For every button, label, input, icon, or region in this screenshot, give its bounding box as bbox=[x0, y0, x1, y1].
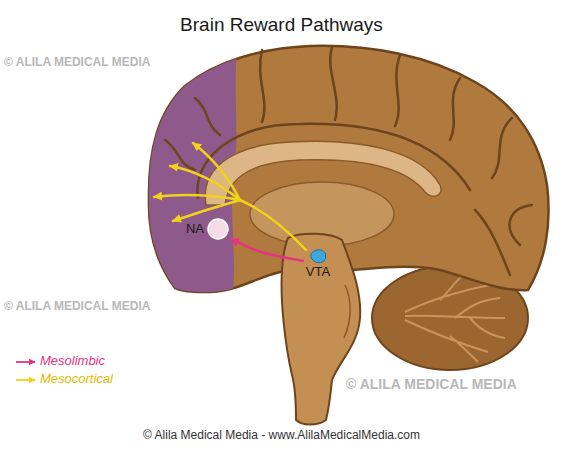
legend-arrow bbox=[16, 379, 35, 381]
na-circle bbox=[208, 219, 228, 239]
pathway-branch bbox=[193, 143, 240, 200]
arbor-line bbox=[440, 276, 462, 300]
pathway-branch bbox=[154, 195, 240, 200]
arbor-line bbox=[450, 336, 478, 362]
arbor-line bbox=[405, 285, 490, 312]
gyri-lines bbox=[165, 47, 532, 275]
arbor-vitae bbox=[405, 276, 505, 362]
sulcus bbox=[510, 205, 532, 245]
pathway-branch bbox=[173, 200, 240, 221]
diagram-title: Brain Reward Pathways bbox=[0, 14, 563, 36]
mesolimbic-arrow bbox=[231, 239, 304, 261]
sulcus bbox=[395, 55, 400, 126]
sulcus bbox=[450, 78, 460, 140]
watermark: © ALILA MEDICAL MEDIA bbox=[346, 376, 517, 392]
corpus-callosum bbox=[205, 141, 441, 205]
watermark: © ALILA MEDICAL MEDIA bbox=[4, 56, 150, 70]
sulcus bbox=[475, 210, 510, 275]
sulcus bbox=[492, 118, 512, 178]
watermark: © ALILA MEDICAL MEDIA bbox=[4, 300, 150, 314]
area-label: NA bbox=[186, 222, 204, 237]
legend-arrow bbox=[16, 361, 35, 363]
nucleus-marker: NA bbox=[186, 218, 229, 240]
sulcus bbox=[260, 50, 264, 122]
na-shape bbox=[207, 218, 229, 240]
copyright-caption: © Alila Medical Media - www.AlilaMedical… bbox=[0, 429, 563, 443]
legend-samples bbox=[16, 362, 35, 380]
vta-blob bbox=[311, 250, 326, 263]
vta-shape bbox=[308, 248, 328, 264]
brainstem bbox=[282, 234, 361, 425]
arbor-line bbox=[455, 298, 500, 318]
arbor-line bbox=[470, 318, 505, 338]
area-label: VTA bbox=[306, 265, 330, 280]
legend-label: Mesolimbic bbox=[40, 354, 105, 369]
legend-label: Mesocortical bbox=[40, 372, 113, 387]
sulcus bbox=[195, 98, 220, 135]
brain-area-marker: VTA bbox=[306, 248, 330, 280]
sulcus bbox=[330, 47, 336, 120]
pathway-trunk bbox=[240, 200, 306, 250]
pons-line bbox=[344, 285, 350, 338]
mesocortical-pathway bbox=[154, 143, 306, 250]
